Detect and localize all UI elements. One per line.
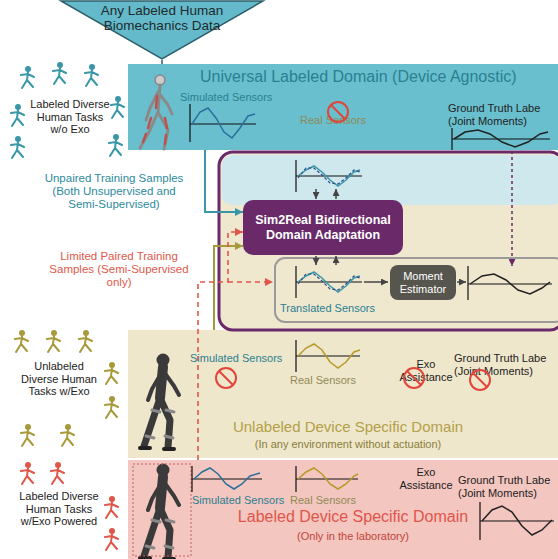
node-text: Simulated Sensors [190,352,300,365]
flow-arrow [457,281,466,283]
node-text: (Only in the laboratory) [208,530,498,543]
paired-arrow [228,281,273,283]
process-box: Sim2Real Bidirectional Domain Adaptation [243,200,403,255]
domain-band: Unlabeled Device Specific Domain (In any … [128,330,558,458]
node-text: Simulated Sensors [192,494,302,507]
person-icon [21,66,34,88]
domain-band: Labeled Device Specific Domain (Only in t… [128,460,558,559]
node-text: Ground Truth Labe (Joint Moments) [454,352,558,377]
free-label: Limited Paired Training Samples (Semi-Su… [44,250,194,290]
node-text: Exo Assistance [394,466,458,491]
person-icon [105,496,118,518]
estimator-frame [275,258,558,322]
flow-arrow [315,256,317,265]
flow-arrow [335,256,337,265]
domain-band: Universal Labeled Domain (Device Agnosti… [128,64,558,150]
funnel-outline [61,1,263,59]
sensor-plot [296,160,362,192]
free-label: Labeled Diverse Human Tasks w/o Exo [30,98,110,136]
node-text: Real Sensors [290,374,370,387]
connector [205,150,243,212]
free-label: Labeled Diverse Human Tasks w/Exo Powere… [16,490,102,528]
flow-arrow [335,189,337,199]
person-icon [111,96,124,118]
node-text: Universal Labeled Domain (Device Agnosti… [200,68,555,86]
node-text: Real Sensors [290,494,370,507]
free-label: Translated Sensors [280,302,390,315]
person-icon [109,134,122,156]
person-icon [11,136,24,158]
universal-region [222,155,558,205]
node-text: Any Labeled Human Biomechanics Data [92,4,232,34]
person-icon [105,396,118,418]
person-icon [21,424,34,446]
person-icon [61,424,74,446]
person-icon [51,462,64,484]
person-icon [105,362,118,384]
person-icon [85,64,98,86]
node-text: Real Sensors [300,114,380,127]
person-icon [11,104,24,126]
node-text: Ground Truth Labe (Joint Moments) [448,102,556,127]
person-icon [21,462,34,484]
node-text: Simulated Sensors [180,91,290,104]
connector [214,246,243,330]
node-text: Exo Assistance [394,358,458,383]
flow-arrow [315,189,317,199]
source-funnel: Any Labeled Human Biomechanics Data [60,0,264,60]
sensor-plot [296,266,362,298]
person-icon [105,528,118,550]
node-text: Sim2Real Bidirectional Domain Adaptation [247,213,399,242]
free-label: Unpaired Training Samples (Both Unsuperv… [44,172,184,212]
node-text: Labeled Device Specific Domain [208,508,498,526]
person-icon [79,330,92,352]
person-icon [47,330,60,352]
flow-arrow [364,281,388,283]
person-icon [15,330,28,352]
person-icon [53,62,66,84]
free-label: Unlabeled Diverse Human Tasks w/Exo [16,360,102,398]
node-text: Unlabeled Device Specific Domain [218,418,478,435]
process-box: Moment Estimator [390,265,456,300]
node-text: Ground Truth Labe (Joint Moments) [458,474,558,499]
adaptation-container [219,152,558,330]
label-arrow [511,151,513,266]
node-text: (In any environment without actuation) [198,438,498,451]
node-text: Moment Estimator [394,270,452,295]
moment-plot [468,266,552,300]
